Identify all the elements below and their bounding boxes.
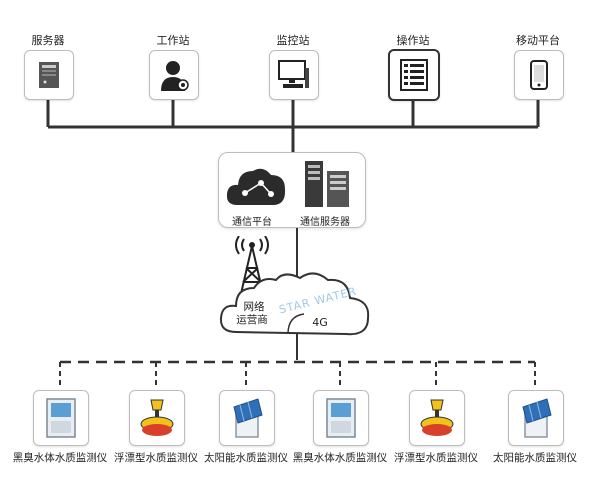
mobile-phone-icon bbox=[530, 60, 548, 90]
monitor-computer-icon bbox=[278, 60, 309, 88]
device-label-5: 浮漂型水质监测仪 bbox=[394, 452, 478, 464]
hub-platform-label: 通信平台 bbox=[232, 217, 272, 228]
node-label-workstation: 工作站 bbox=[156, 34, 190, 47]
operation-panel-icon bbox=[400, 59, 428, 91]
node-server bbox=[24, 50, 74, 100]
cabinet-icon bbox=[326, 398, 356, 438]
solar-panel-icon bbox=[522, 398, 552, 438]
device-solar-1 bbox=[219, 390, 275, 446]
buoy-icon bbox=[420, 399, 454, 436]
workstation-user-icon bbox=[161, 61, 189, 91]
device-buoy-1 bbox=[129, 390, 185, 446]
device-label-3: 太阳能水质监测仪 bbox=[204, 452, 288, 464]
node-operation bbox=[388, 49, 440, 101]
device-buoy-2 bbox=[409, 390, 465, 446]
node-label-operation: 操作站 bbox=[396, 34, 430, 47]
cabinet-icon bbox=[46, 398, 76, 438]
node-monitor bbox=[269, 50, 319, 100]
device-black-water-1 bbox=[33, 390, 89, 446]
network-4g-label: 4G bbox=[312, 316, 328, 329]
device-label-6: 太阳能水质监测仪 bbox=[493, 452, 577, 464]
device-label-1: 黑臭水体水质监测仪 bbox=[12, 452, 108, 464]
cloud-network-icon bbox=[226, 168, 286, 205]
node-label-server: 服务器 bbox=[31, 34, 65, 47]
node-workstation bbox=[149, 50, 199, 100]
network-operator-line1: 网络 bbox=[243, 301, 265, 313]
device-solar-2 bbox=[508, 390, 564, 446]
server-rack-icon bbox=[305, 161, 349, 207]
network-cloud-icon bbox=[219, 272, 370, 336]
communication-hub bbox=[218, 152, 366, 228]
hub-server-label: 通信服务器 bbox=[300, 217, 350, 228]
device-black-water-2 bbox=[313, 390, 369, 446]
buoy-icon bbox=[140, 399, 174, 436]
node-label-monitor: 监控站 bbox=[276, 34, 310, 47]
node-label-mobile: 移动平台 bbox=[516, 34, 560, 47]
node-mobile bbox=[514, 50, 564, 100]
network-operator-line2: 运营商 bbox=[236, 314, 268, 326]
device-label-2: 浮漂型水质监测仪 bbox=[114, 452, 198, 464]
device-label-4: 黑臭水体水质监测仪 bbox=[292, 452, 388, 464]
server-icon bbox=[39, 62, 59, 88]
solar-panel-icon bbox=[233, 398, 263, 438]
